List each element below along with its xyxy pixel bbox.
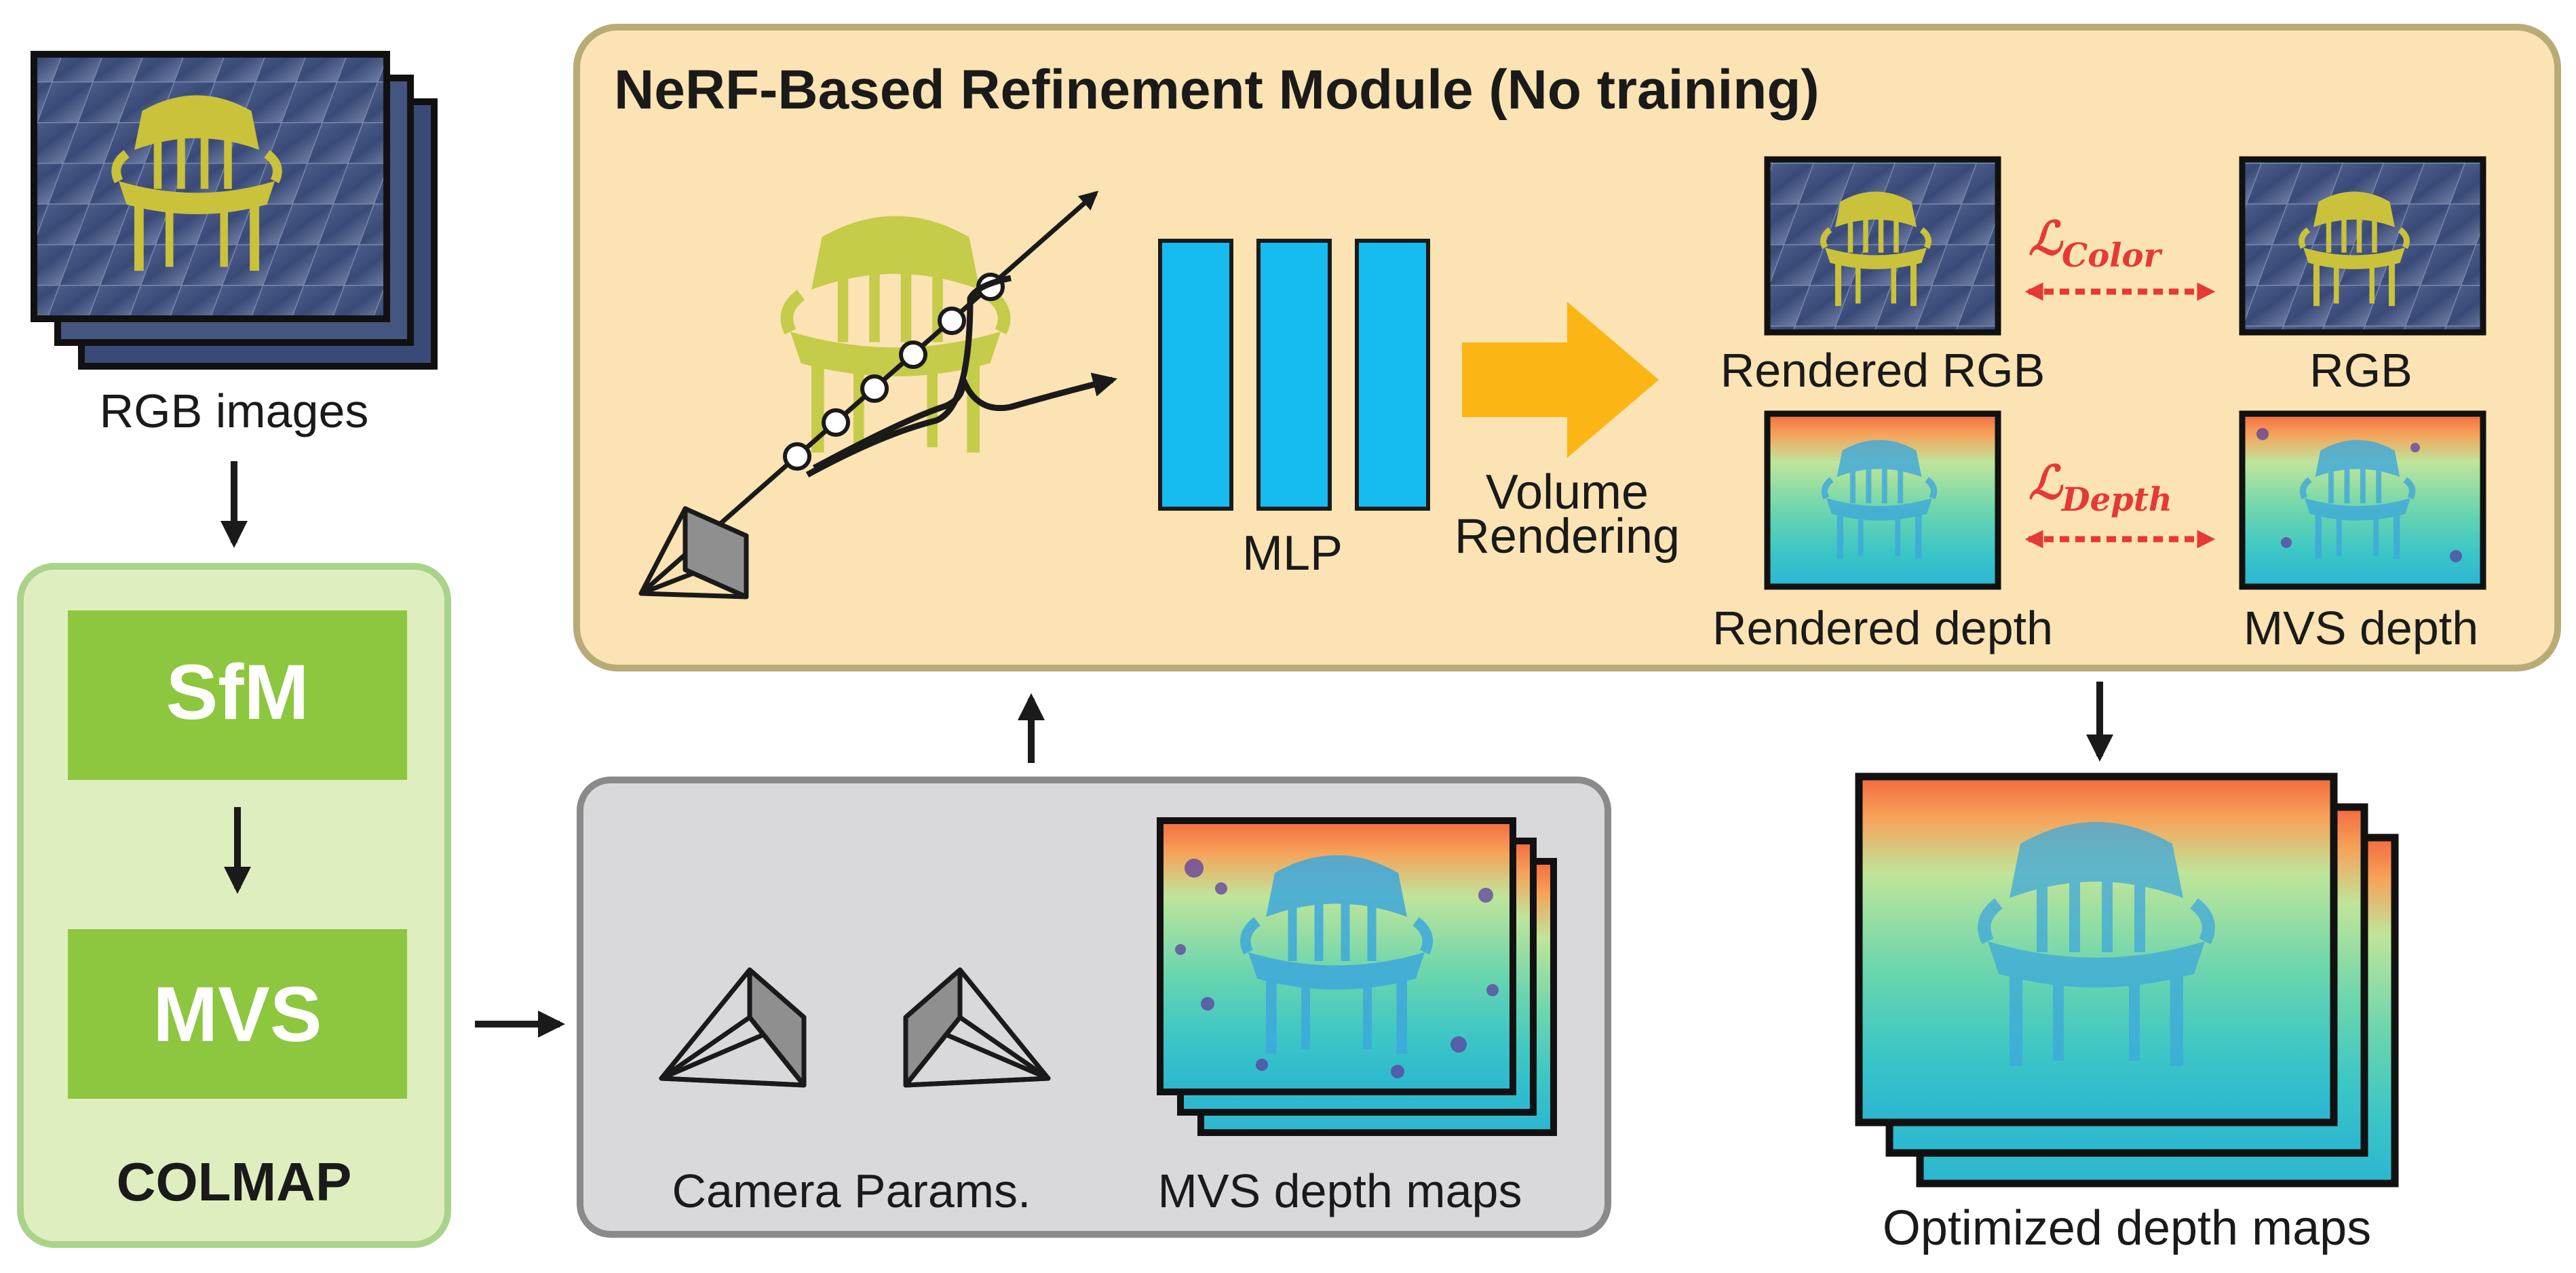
ray-sampling-illustration: [638, 191, 1117, 600]
colmap-title: COLMAP: [117, 1152, 352, 1212]
optimized-depth-label: Optimized depth maps: [1883, 1201, 2371, 1255]
rendered-rgb-label: Rendered RGB: [1720, 344, 2045, 397]
sfm-label: SfM: [166, 649, 309, 736]
camera-right-icon: [903, 967, 1051, 1088]
mvs-depth-noise: [2256, 428, 2462, 562]
color-loss-symbol: ℒColor: [2029, 212, 2163, 275]
loss-subscript: Color: [2062, 237, 2163, 275]
rgb-image-stack: [31, 51, 438, 370]
mvs-depth-image: [2239, 410, 2486, 590]
depth-loss: ℒDepth: [2024, 456, 2216, 549]
camera-params-label: Camera Params.: [672, 1164, 1031, 1217]
mvs-depth-maps-label: MVS depth maps: [1158, 1164, 1522, 1217]
loss-subscript: Depth: [2060, 481, 2172, 519]
loss-symbol: ℒ: [2029, 456, 2064, 510]
volume-rendering-arrow: [1462, 302, 1659, 458]
rendered-rgb-image: [1764, 156, 2001, 336]
depth-loss-symbol: ℒDepth: [2029, 456, 2172, 519]
mvs-depth-noise: [1175, 859, 1499, 1078]
mlp-layer-1: [1158, 239, 1233, 511]
camera-left-icon: [659, 967, 807, 1088]
mvs-block: [68, 929, 407, 1099]
colmap-box: SfM MVS COLMAP: [17, 563, 451, 1248]
sample-brace: [805, 275, 1012, 477]
color-loss: ℒColor: [2024, 212, 2216, 301]
sfm-block: [68, 610, 407, 780]
rendered-depth-label: Rendered depth: [1712, 602, 2053, 654]
rgb-images-label: RGB images: [100, 385, 369, 437]
volume-label-line1: Volume: [1486, 465, 1649, 520]
mlp-block: MLP: [1158, 239, 1430, 581]
colmap-outputs-box: Camera Params. MVS depth maps: [577, 777, 1611, 1238]
volume-label-line2: Rendering: [1455, 509, 1680, 564]
mvs-depth-label: MVS depth: [2244, 602, 2478, 654]
nerf-refinement-module: NeRF-Based Refinement Module (No trainin…: [573, 24, 2561, 671]
mlp-layer-3: [1355, 239, 1430, 511]
camera-frustum-icon: [638, 506, 749, 600]
rgb-label: RGB: [2309, 344, 2412, 397]
rgb-image-thumbnail: [31, 51, 390, 322]
mvs-label: MVS: [153, 971, 322, 1058]
optimized-depth-stack: [1855, 772, 2399, 1188]
loss-symbol: ℒ: [2029, 212, 2064, 266]
mlp-label: MLP: [1242, 526, 1343, 581]
refinement-title: NeRF-Based Refinement Module (No trainin…: [614, 59, 1820, 121]
mlp-layer-2: [1256, 239, 1332, 511]
gt-rgb-image: [2239, 156, 2486, 336]
rendered-depth-image: [1764, 410, 2001, 590]
mvs-depth-stack: [1157, 817, 1557, 1136]
